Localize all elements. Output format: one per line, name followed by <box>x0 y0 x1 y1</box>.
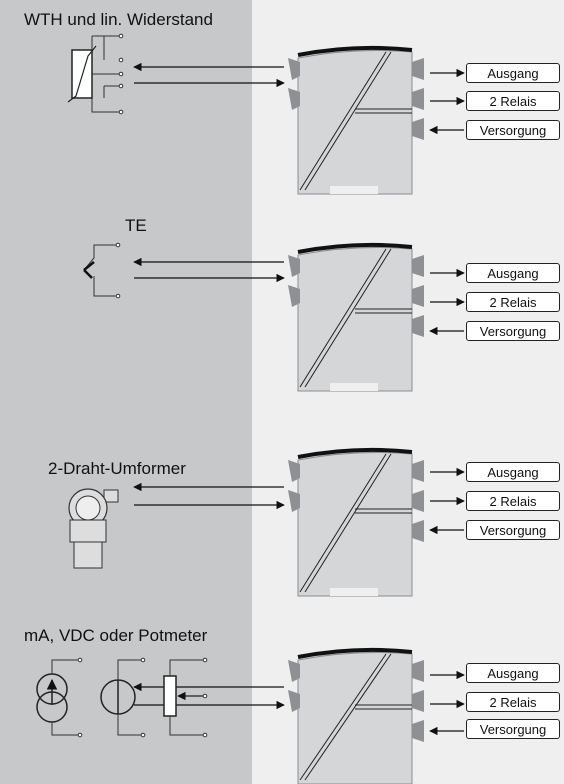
rtd-symbol <box>67 33 124 115</box>
output-tag-ausgang: Ausgang <box>466 462 560 482</box>
output-tag-ausgang: Ausgang <box>466 663 560 683</box>
output-tag-ausgang: Ausgang <box>466 263 560 283</box>
section-title: 2-Draht-Umformer <box>48 459 186 478</box>
connector-right <box>412 58 424 80</box>
terminal <box>140 657 146 663</box>
connector-right <box>412 315 424 337</box>
module-diagonal <box>299 51 387 191</box>
module-diagonal <box>299 653 387 781</box>
connector-right <box>412 690 424 712</box>
output-tag-versorgung: Versorgung <box>466 120 560 140</box>
terminal <box>202 657 208 663</box>
left-panel <box>0 0 252 784</box>
output-tag-ausgang: Ausgang <box>466 63 560 83</box>
current-source-symbol <box>36 659 80 736</box>
isolator-module <box>133 242 465 392</box>
output-tag-relais: 2 Relais <box>466 692 560 712</box>
connector-right <box>412 285 424 307</box>
connector-left <box>288 285 300 307</box>
pot-wires <box>169 659 204 736</box>
connector-right <box>412 255 424 277</box>
section-te: TE Ausgang 2 Relais Versorgung <box>0 196 564 392</box>
terminal <box>202 693 208 699</box>
connector-left <box>288 460 300 482</box>
module-notch <box>330 383 378 391</box>
output-tag-versorgung: Versorgung <box>466 321 560 341</box>
terminal <box>118 57 124 63</box>
isolator-module <box>133 647 465 784</box>
connector-right <box>412 520 424 542</box>
module-diagonal <box>304 51 392 191</box>
connector-right <box>412 660 424 682</box>
output-tag-versorgung: Versorgung <box>466 520 560 540</box>
section-wth: WTH und lin. Widerstand Ausgang 2 Relais… <box>0 0 564 196</box>
transmitter-gland <box>103 489 119 503</box>
transmitter-base <box>73 541 103 569</box>
connector-left <box>288 660 300 682</box>
output-tag-relais: 2 Relais <box>466 91 560 111</box>
module-top-edge <box>297 242 413 254</box>
module-top-edge <box>297 447 413 459</box>
connector-left <box>288 255 300 277</box>
output-tag-relais: 2 Relais <box>466 491 560 511</box>
terminal <box>77 732 83 738</box>
module-diagonal <box>304 653 392 781</box>
connector-left <box>288 490 300 512</box>
resistor-slash <box>67 45 97 103</box>
rtd-wires <box>91 35 120 113</box>
terminal <box>115 293 121 299</box>
connector-right <box>412 460 424 482</box>
module-diagonal <box>299 453 387 593</box>
connector-right <box>412 720 424 742</box>
terminal <box>202 732 208 738</box>
transmitter-symbol <box>68 488 119 569</box>
section-ma-vdc: mA, VDC oder Potmeter Ausgang 2 Relais V… <box>0 588 564 784</box>
voltage-source-symbol <box>100 659 143 736</box>
potentiometer-symbol <box>77 657 208 738</box>
tc-wires <box>83 244 117 297</box>
connector-left <box>288 690 300 712</box>
section-title: mA, VDC oder Potmeter <box>24 626 208 645</box>
connector-left <box>288 58 300 80</box>
terminal <box>118 109 124 115</box>
module-notch <box>330 588 378 596</box>
module-diagonal <box>299 248 387 388</box>
terminal <box>118 83 124 89</box>
voltage-wires <box>117 659 143 736</box>
module-top-edge <box>297 647 413 659</box>
terminal <box>115 242 121 248</box>
source-wires <box>51 659 80 736</box>
module-diagonal <box>304 248 392 388</box>
section-title: WTH und lin. Widerstand <box>24 10 213 29</box>
connector-right <box>412 118 424 140</box>
terminal <box>77 657 83 663</box>
isolator-module <box>133 447 465 597</box>
terminal <box>118 33 124 39</box>
terminal <box>118 71 124 77</box>
tc-junction <box>83 261 95 279</box>
thermocouple-symbol <box>83 242 121 299</box>
connector-right <box>412 490 424 512</box>
module-notch <box>330 186 378 194</box>
terminal <box>140 732 146 738</box>
output-tag-versorgung: Versorgung <box>466 719 560 739</box>
module-diagonal <box>304 453 392 593</box>
connector-right <box>412 88 424 110</box>
isolator-module <box>133 45 465 195</box>
section-2-draht: 2-Draht-Umformer Ausgang 2 Relais Versor… <box>0 392 564 588</box>
connector-left <box>288 88 300 110</box>
section-title: TE <box>125 216 147 235</box>
module-top-edge <box>297 45 413 57</box>
output-tag-relais: 2 Relais <box>466 292 560 312</box>
